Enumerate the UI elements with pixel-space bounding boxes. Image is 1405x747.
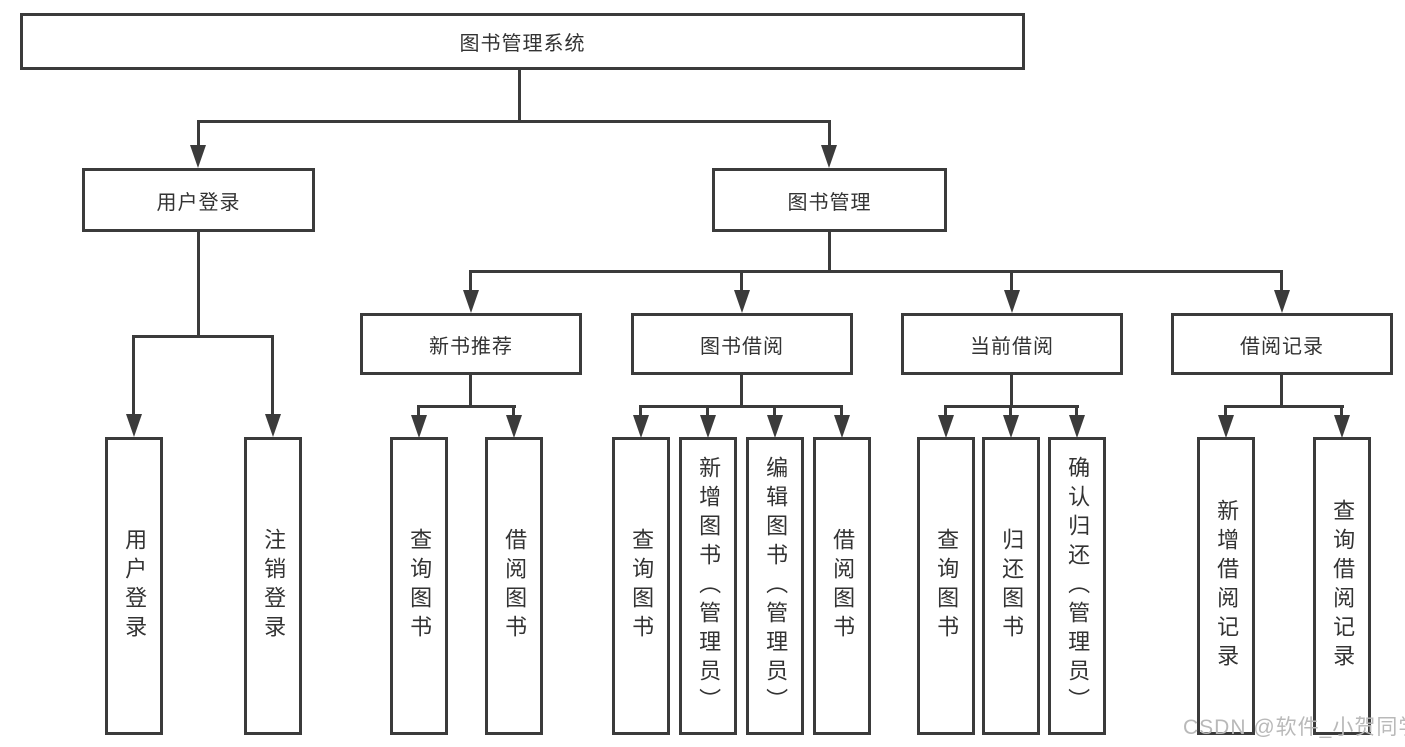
leaf-query-books-current: 查询图书 bbox=[917, 437, 975, 735]
connector-line bbox=[1280, 375, 1283, 405]
node-label: 查询图书 bbox=[629, 528, 655, 644]
leaf-query-books-recommend: 查询图书 bbox=[390, 437, 448, 735]
connector-line bbox=[1340, 405, 1343, 417]
connector-line bbox=[1010, 270, 1013, 292]
node-label: 新增借阅记录 bbox=[1214, 499, 1240, 673]
node-label: 图书借阅 bbox=[700, 335, 784, 358]
connector-line bbox=[773, 405, 776, 417]
arrow-down-icon bbox=[734, 290, 750, 313]
arrow-down-icon bbox=[265, 414, 281, 437]
connector-line bbox=[1224, 405, 1344, 408]
arrow-down-icon bbox=[1218, 415, 1234, 438]
connector-line bbox=[132, 335, 274, 338]
node-book-borrowing: 图书借阅 bbox=[631, 313, 853, 375]
leaf-logout-login: 注销登录 bbox=[244, 437, 302, 735]
watermark: CSDN @软件_小贺同学 bbox=[1183, 716, 1405, 739]
connector-line bbox=[944, 405, 947, 417]
arrow-down-icon bbox=[767, 415, 783, 438]
arrow-down-icon bbox=[821, 145, 837, 168]
node-label: 借阅图书 bbox=[830, 528, 856, 644]
node-label: 当前借阅 bbox=[970, 335, 1054, 358]
connector-line bbox=[197, 232, 200, 335]
connector-line bbox=[1280, 270, 1283, 292]
arrow-down-icon bbox=[190, 145, 206, 168]
connector-line bbox=[1009, 405, 1012, 417]
node-book-management: 图书管理 bbox=[712, 168, 947, 232]
node-label: 借阅记录 bbox=[1240, 335, 1324, 358]
node-label: 注销登录 bbox=[261, 528, 287, 644]
connector-line bbox=[828, 232, 831, 270]
connector-line bbox=[840, 405, 843, 417]
node-label: 借阅图书 bbox=[502, 528, 528, 644]
arrow-down-icon bbox=[1004, 290, 1020, 313]
node-current-borrowing: 当前借阅 bbox=[901, 313, 1123, 375]
arrow-down-icon bbox=[700, 415, 716, 438]
leaf-borrow-books-recommend: 借阅图书 bbox=[485, 437, 543, 735]
arrow-down-icon bbox=[1334, 415, 1350, 438]
node-label: 新增图书（管理员） bbox=[696, 455, 722, 717]
leaf-edit-books-admin: 编辑图书（管理员） bbox=[746, 437, 804, 735]
connector-line bbox=[518, 70, 521, 120]
connector-line bbox=[197, 120, 831, 123]
connector-line bbox=[197, 120, 200, 147]
node-label: 归还图书 bbox=[999, 528, 1025, 644]
node-label: 用户登录 bbox=[156, 191, 241, 214]
arrow-down-icon bbox=[938, 415, 954, 438]
node-label: 编辑图书（管理员） bbox=[763, 455, 789, 717]
arrow-down-icon bbox=[633, 415, 649, 438]
connector-line bbox=[417, 405, 420, 417]
arrow-down-icon bbox=[1003, 415, 1019, 438]
node-borrowing-records: 借阅记录 bbox=[1171, 313, 1393, 375]
leaf-add-books-admin: 新增图书（管理员） bbox=[679, 437, 737, 735]
connector-line bbox=[132, 335, 135, 415]
leaf-user-login: 用户登录 bbox=[105, 437, 163, 735]
connector-line bbox=[469, 375, 472, 405]
leaf-query-borrow-record: 查询借阅记录 bbox=[1313, 437, 1371, 735]
node-label: 查询图书 bbox=[407, 528, 433, 644]
node-label: 新书推荐 bbox=[429, 335, 513, 358]
connector-line bbox=[1224, 405, 1227, 417]
node-user-login: 用户登录 bbox=[82, 168, 315, 232]
node-label: 用户登录 bbox=[122, 528, 148, 644]
arrow-down-icon bbox=[506, 415, 522, 438]
leaf-add-borrow-record: 新增借阅记录 bbox=[1197, 437, 1255, 735]
node-label: 图书管理 bbox=[787, 191, 872, 214]
connector-line bbox=[740, 375, 743, 405]
connector-line bbox=[271, 335, 274, 415]
node-library-management-system: 图书管理系统 bbox=[20, 13, 1025, 70]
connector-line bbox=[1010, 375, 1013, 405]
arrow-down-icon bbox=[1069, 415, 1085, 438]
connector-line bbox=[740, 270, 743, 292]
node-new-book-recommendation: 新书推荐 bbox=[360, 313, 582, 375]
leaf-query-books-borrowing: 查询图书 bbox=[612, 437, 670, 735]
arrow-down-icon bbox=[1274, 290, 1290, 313]
connector-line bbox=[417, 405, 516, 408]
connector-line bbox=[828, 120, 831, 147]
connector-line bbox=[469, 270, 1283, 273]
connector-line bbox=[1075, 405, 1078, 417]
leaf-return-books: 归还图书 bbox=[982, 437, 1040, 735]
leaf-confirm-return-admin: 确认归还（管理员） bbox=[1048, 437, 1106, 735]
leaf-borrow-books-borrowing: 借阅图书 bbox=[813, 437, 871, 735]
arrow-down-icon bbox=[463, 290, 479, 313]
connector-line bbox=[639, 405, 642, 417]
node-label: 图书管理系统 bbox=[459, 33, 586, 55]
connector-line bbox=[639, 405, 843, 408]
arrow-down-icon bbox=[411, 415, 427, 438]
connector-line bbox=[469, 270, 472, 292]
node-label: 确认归还（管理员） bbox=[1065, 455, 1091, 717]
arrow-down-icon bbox=[834, 415, 850, 438]
connector-line bbox=[706, 405, 709, 417]
node-label: 查询图书 bbox=[934, 528, 960, 644]
node-label: 查询借阅记录 bbox=[1330, 499, 1356, 673]
connector-line bbox=[512, 405, 515, 417]
arrow-down-icon bbox=[126, 414, 142, 437]
